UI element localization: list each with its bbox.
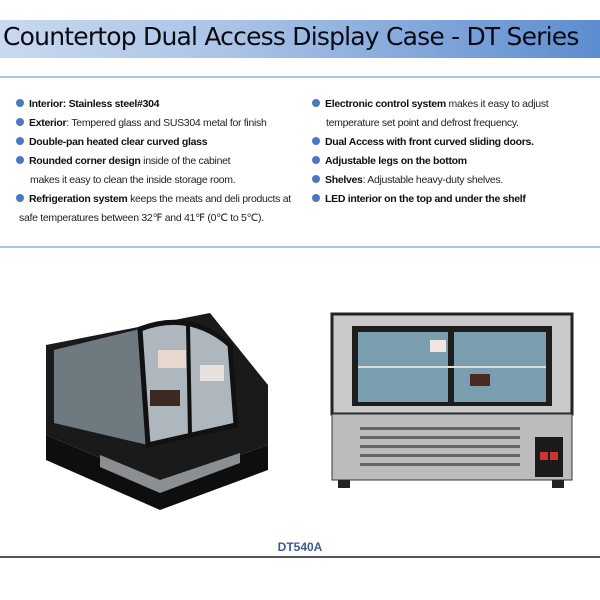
feature-item: Interior: Stainless steel#304 [16, 95, 160, 114]
feature-label: Adjustable legs on the bottom [325, 155, 467, 167]
feature-label: Double-pan heated clear curved glass [29, 136, 208, 148]
feature-item: Rounded corner design inside of the cabi… [16, 152, 231, 171]
bullet-icon [312, 194, 320, 202]
feature-label: Refrigeration system [29, 193, 128, 205]
feature-item: Double-pan heated clear curved glass [16, 133, 208, 152]
features-left: Interior: Stainless steel#304 Exterior: … [16, 95, 291, 228]
bullet-icon [16, 194, 24, 202]
feature-label: LED interior on the top and under the sh… [325, 193, 526, 205]
feature-text-cont: makes it easy to clean the inside storag… [30, 174, 236, 186]
feature-text-cont: temperature set point and defrost freque… [326, 117, 519, 129]
feature-text-cont: safe temperatures between 32℉ and 41℉ (0… [19, 212, 264, 224]
feature-label: Electronic control system [325, 98, 446, 110]
feature-item: Refrigeration system keeps the meats and… [16, 190, 291, 209]
bullet-icon [312, 175, 320, 183]
feature-text: : Tempered glass and SUS304 metal for fi… [66, 117, 267, 129]
feature-item: Dual Access with front curved sliding do… [312, 133, 534, 152]
divider-top [0, 76, 600, 78]
feature-label: Shelves [325, 174, 363, 186]
bullet-icon [312, 99, 320, 107]
feature-item: Electronic control system makes it easy … [312, 95, 549, 114]
page-title: Countertop Dual Access Display Case - DT… [3, 22, 579, 51]
feature-item: LED interior on the top and under the sh… [312, 190, 526, 209]
divider-bottom [0, 556, 600, 558]
bullet-icon [16, 118, 24, 126]
model-label: DT540A [277, 540, 323, 554]
bullet-icon [16, 156, 24, 164]
bullet-icon [16, 99, 24, 107]
title-band [0, 20, 600, 58]
feature-item: Exterior: Tempered glass and SUS304 meta… [16, 114, 267, 133]
bullet-icon [312, 137, 320, 145]
feature-item: Shelves: Adjustable heavy-duty shelves. [312, 171, 503, 190]
bullet-icon [16, 137, 24, 145]
product-image-front [330, 312, 574, 488]
product-image-angled [46, 313, 268, 510]
divider-middle [0, 246, 600, 248]
feature-label: Rounded corner design [29, 155, 141, 167]
bullet-icon [312, 156, 320, 164]
feature-label: Interior: Stainless steel#304 [29, 98, 160, 110]
feature-text: keeps the meats and deli products at [127, 193, 291, 205]
feature-label: Dual Access with front curved sliding do… [325, 136, 534, 148]
feature-item: Adjustable legs on the bottom [312, 152, 467, 171]
feature-label: Exterior [29, 117, 67, 129]
features-right: Electronic control system makes it easy … [312, 95, 549, 209]
feature-text: : Adjustable heavy-duty shelves. [362, 174, 504, 186]
feature-text: inside of the cabinet [140, 155, 231, 167]
feature-text: makes it easy to adjust [445, 98, 549, 110]
